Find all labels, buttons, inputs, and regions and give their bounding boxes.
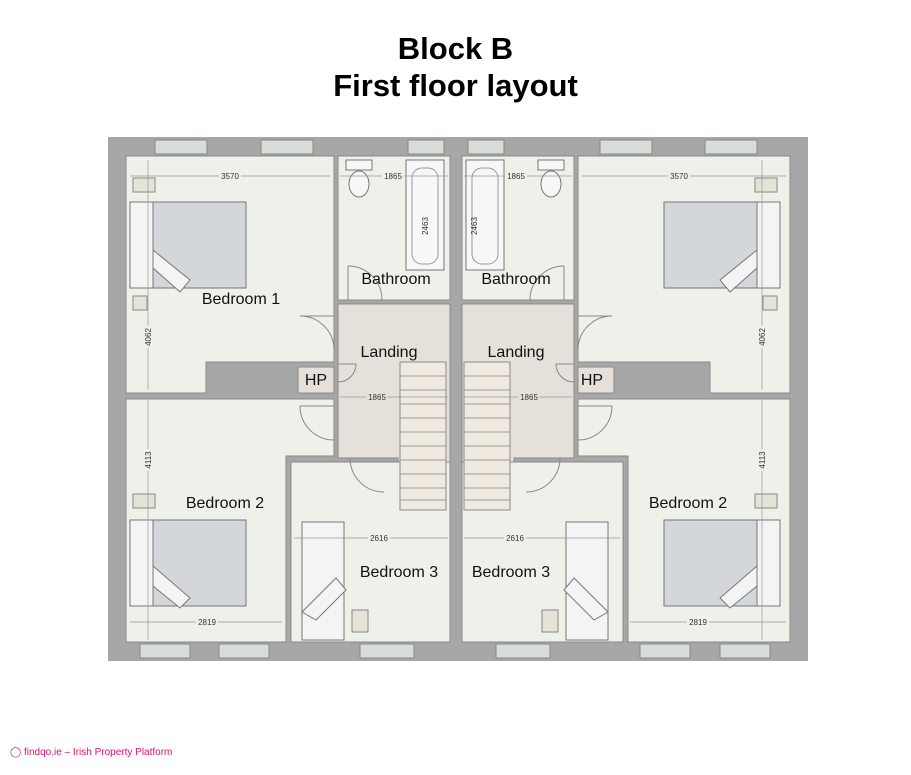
dim-bed1-width-left: 3570	[221, 172, 239, 181]
left-unit	[125, 139, 451, 659]
plan-title: Block B	[397, 31, 514, 66]
footer-text: findqo.ie – Irish Property Platform	[23, 747, 173, 758]
dim-bed3-width-right: 2616	[506, 534, 524, 543]
dim-bed2-height-left: 4113	[144, 451, 153, 469]
right-unit	[461, 139, 791, 659]
label-hp-right: HP	[581, 372, 603, 389]
dim-bath-width-left: 1865	[384, 172, 402, 181]
dim-bed1-width-right: 3570	[670, 172, 688, 181]
label-bathroom-left: Bathroom	[361, 271, 430, 288]
dim-bed1-height-left: 4062	[144, 328, 153, 346]
dim-landing-width-left: 1865	[368, 393, 386, 402]
dim-bed1-height-right: 4062	[758, 328, 767, 346]
label-bedroom-2-left: Bedroom 2	[186, 495, 264, 512]
dim-bath-width-right: 1865	[507, 172, 525, 181]
hot-press-left	[297, 366, 335, 394]
dim-bed2-width-left: 2819	[198, 618, 216, 627]
dim-bed3-width-left: 2616	[370, 534, 388, 543]
label-bedroom-3-right: Bedroom 3	[472, 564, 550, 581]
dim-bath-tub-left: 2463	[421, 217, 430, 235]
dim-landing-width-right: 1865	[520, 393, 538, 402]
label-landing-right: Landing	[488, 344, 545, 361]
toilet-right	[537, 159, 565, 171]
label-bathroom-right: Bathroom	[481, 271, 550, 288]
plan-subtitle: First floor layout	[333, 68, 578, 103]
footer-brand[interactable]: ◯ findqo.ie – Irish Property Platform	[10, 747, 172, 758]
dim-bed2-width-right: 2819	[689, 618, 707, 627]
toilet-left	[345, 159, 373, 171]
label-bedroom-3-left: Bedroom 3	[360, 564, 438, 581]
label-landing-left: Landing	[361, 344, 418, 361]
dim-bed2-height-right: 4113	[758, 451, 767, 469]
stairs-right	[463, 361, 511, 511]
hot-press-right	[577, 366, 615, 394]
label-bedroom-1-left: Bedroom 1	[202, 291, 280, 308]
dim-bath-tub-right: 2463	[470, 217, 479, 235]
label-bedroom-2-right: Bedroom 2	[649, 495, 727, 512]
label-hp-left: HP	[305, 372, 327, 389]
stairs-left	[399, 361, 447, 511]
brand-logo-icon: ◯	[10, 747, 22, 758]
